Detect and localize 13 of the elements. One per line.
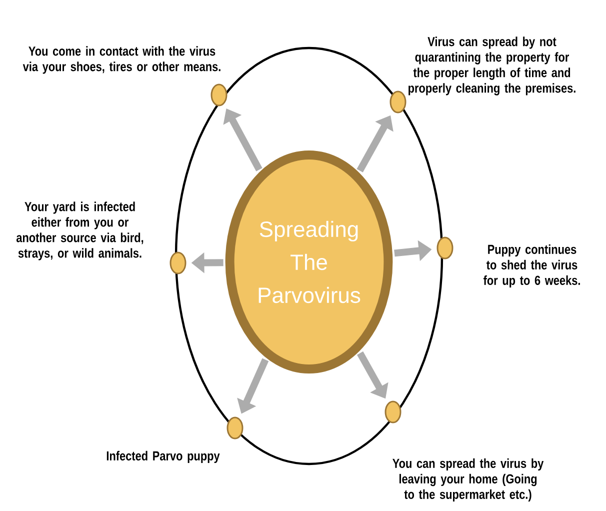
bead xyxy=(226,416,244,440)
callout-text: You can spread the virus by leaving your home (Going to the supermarket etc.) xyxy=(392,458,544,502)
callout-text: Infected Parvo puppy xyxy=(106,450,220,464)
callout-text: You come in contact with the virus via your shoes, tires or other means. xyxy=(22,46,220,74)
bead xyxy=(210,84,228,106)
bead xyxy=(170,252,186,274)
bead xyxy=(390,90,406,114)
callout-text: Virus can spread by not quarantining the property for the proper length of time and properly cleaning the premises. xyxy=(408,36,576,96)
title-disc: Spreading The Parvovirus xyxy=(225,150,393,374)
callout-text: Puppy continues to shed the virus for up to 6 weeks. xyxy=(483,244,580,288)
bead xyxy=(384,400,402,424)
callout-text: Your yard is infected either from you or another source via bird, strays, or wild animals. xyxy=(16,202,144,260)
bead xyxy=(436,236,454,260)
